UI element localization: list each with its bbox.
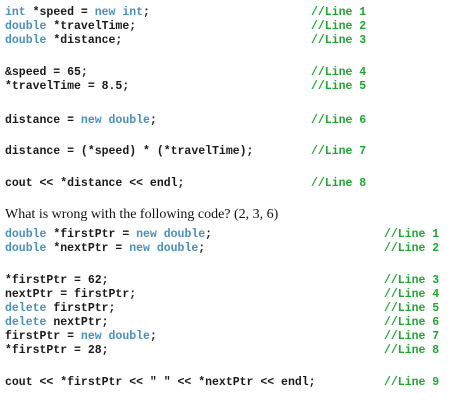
code-line-8: cout << *distance << endl; [5, 177, 184, 191]
line-comment-4: //Line 4 [384, 288, 440, 301]
code-text: ; [149, 330, 157, 343]
line-comment-2: //Line 2 [384, 242, 440, 255]
code-text: distance = (*speed) * (*travelTime); [5, 145, 254, 158]
line-comment-8: //Line 8 [311, 177, 367, 190]
code-text: *speed = [25, 6, 95, 19]
code-keyword: double [5, 228, 47, 241]
code-text: cout << *firstPtr << " " << *nextPtr << … [5, 376, 316, 389]
line-comment-1: //Line 1 [311, 6, 367, 19]
code-line-1: double *firstPtr = new double; [5, 228, 212, 242]
code-text: *distance; [46, 34, 123, 47]
code-text: ; [143, 6, 150, 19]
code-line-3: *firstPtr = 62; [5, 274, 109, 288]
code-line-4: &speed = 65; [5, 66, 88, 80]
code-line-5: delete firstPtr; [5, 302, 115, 316]
code-line-6: distance = new double; [5, 114, 157, 128]
code-keyword: new double [80, 330, 150, 343]
code-keyword: new double [80, 114, 150, 127]
code-text: ; [198, 242, 206, 255]
code-text: distance = [5, 114, 81, 127]
line-comment-3: //Line 3 [384, 274, 440, 287]
code-line-7: distance = (*speed) * (*travelTime); [5, 145, 253, 159]
code-text: firstPtr = [5, 330, 81, 343]
code-keyword: new double [136, 228, 206, 241]
code-keyword: double [5, 34, 47, 47]
code-line-1: int *speed = new int; [5, 6, 150, 20]
code-text: *travelTime = 8.5; [5, 80, 130, 93]
code-text: *firstPtr = 62; [5, 274, 109, 287]
line-comment-7: //Line 7 [311, 145, 367, 158]
code-text: nextPtr; [46, 316, 109, 329]
code-keyword: delete [5, 316, 47, 329]
code-line-5: *travelTime = 8.5; [5, 80, 129, 94]
line-comment-8: //Line 8 [384, 344, 440, 357]
code-text: *firstPtr = 28; [5, 344, 109, 357]
line-comment-6: //Line 6 [384, 316, 440, 329]
code-text: cout << *distance << endl; [5, 177, 185, 190]
code-keyword: new double [129, 242, 199, 255]
line-comment-2: //Line 2 [311, 20, 367, 33]
code-text: ; [149, 114, 157, 127]
code-keyword: int [5, 6, 26, 19]
code-line-7: firstPtr = new double; [5, 330, 157, 344]
question-text: What is wrong with the following code? (… [5, 207, 279, 222]
code-text: *firstPtr = [46, 228, 137, 241]
code-keyword: delete [5, 302, 47, 315]
code-keyword: double [5, 20, 47, 33]
line-comment-3: //Line 3 [311, 34, 367, 47]
code-line-8: *firstPtr = 28; [5, 344, 109, 358]
code-keyword: double [5, 242, 47, 255]
line-comment-4: //Line 4 [311, 66, 367, 79]
code-line-9: cout << *firstPtr << " " << *nextPtr << … [5, 376, 316, 390]
line-comment-9: //Line 9 [384, 376, 440, 389]
code-line-2: double *travelTime; [5, 20, 136, 34]
code-line-6: delete nextPtr; [5, 316, 109, 330]
code-text: &speed = 65; [5, 66, 88, 79]
code-line-3: double *distance; [5, 34, 122, 48]
code-text: *nextPtr = [46, 242, 130, 255]
code-text: nextPtr = firstPtr; [5, 288, 137, 301]
code-text: firstPtr; [46, 302, 116, 315]
code-line-4: nextPtr = firstPtr; [5, 288, 136, 302]
code-line-2: double *nextPtr = new double; [5, 242, 205, 256]
code-text: ; [205, 228, 213, 241]
line-comment-6: //Line 6 [311, 114, 367, 127]
code-text: *travelTime; [46, 20, 137, 33]
line-comment-5: //Line 5 [311, 80, 367, 93]
line-comment-7: //Line 7 [384, 330, 440, 343]
line-comment-1: //Line 1 [384, 228, 440, 241]
code-keyword: new int [94, 6, 144, 19]
line-comment-5: //Line 5 [384, 302, 440, 315]
